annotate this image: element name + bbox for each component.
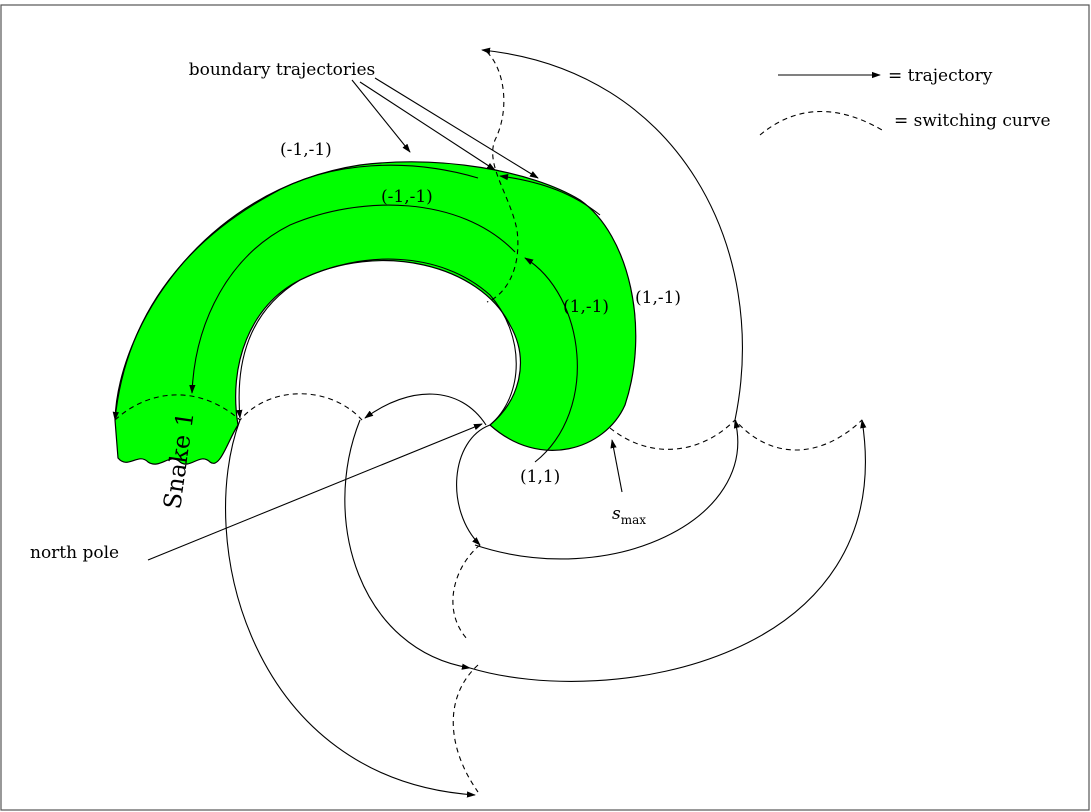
snake-region	[114, 161, 637, 465]
pointer-north-pole	[147, 423, 483, 561]
inner-trajectory	[524, 257, 578, 463]
spiral-upper-right	[474, 419, 741, 560]
spiral-middle	[344, 419, 471, 670]
legend-switching-curve	[759, 110, 883, 136]
pointer-boundary-2	[359, 81, 496, 171]
legend-trajectory-label: = trajectory	[888, 66, 993, 86]
spiral-inner-top	[364, 393, 487, 426]
label-outer-right: (1,-1)	[635, 288, 681, 308]
figure-frame	[0, 4, 1090, 811]
s-max-sub: max	[621, 513, 647, 527]
switching-curve-bottom-upper	[452, 544, 481, 641]
label-north-pole: north pole	[30, 543, 119, 563]
middle-trajectory	[189, 204, 516, 394]
outer-boundary-top	[499, 173, 601, 216]
label-bottom: (1,1)	[520, 467, 560, 487]
legend-switching-label: = switching curve	[894, 111, 1051, 131]
pointer-s-max	[610, 439, 623, 493]
outer-boundary-trajectory	[112, 164, 479, 421]
inner-boundary-trajectory	[236, 258, 517, 426]
spiral-inner-small	[456, 424, 491, 546]
switching-curve-bottom-lower	[452, 664, 479, 793]
pointer-boundary-1	[351, 79, 411, 153]
label-boundary-trajectories: boundary trajectories	[189, 60, 376, 80]
spiral-outer-bottom	[225, 419, 476, 798]
big-right-trajectory	[481, 47, 743, 421]
s-max-main: s	[612, 504, 621, 524]
label-s-max: smax	[612, 504, 646, 527]
label-outer-top: (-1,-1)	[280, 140, 332, 160]
pointer-boundary-3	[374, 77, 539, 179]
spiral-far-right	[469, 419, 867, 682]
switching-curve-top	[486, 51, 519, 303]
label-inner-right: (1,-1)	[563, 297, 609, 317]
label-inner-top: (-1,-1)	[381, 187, 433, 207]
